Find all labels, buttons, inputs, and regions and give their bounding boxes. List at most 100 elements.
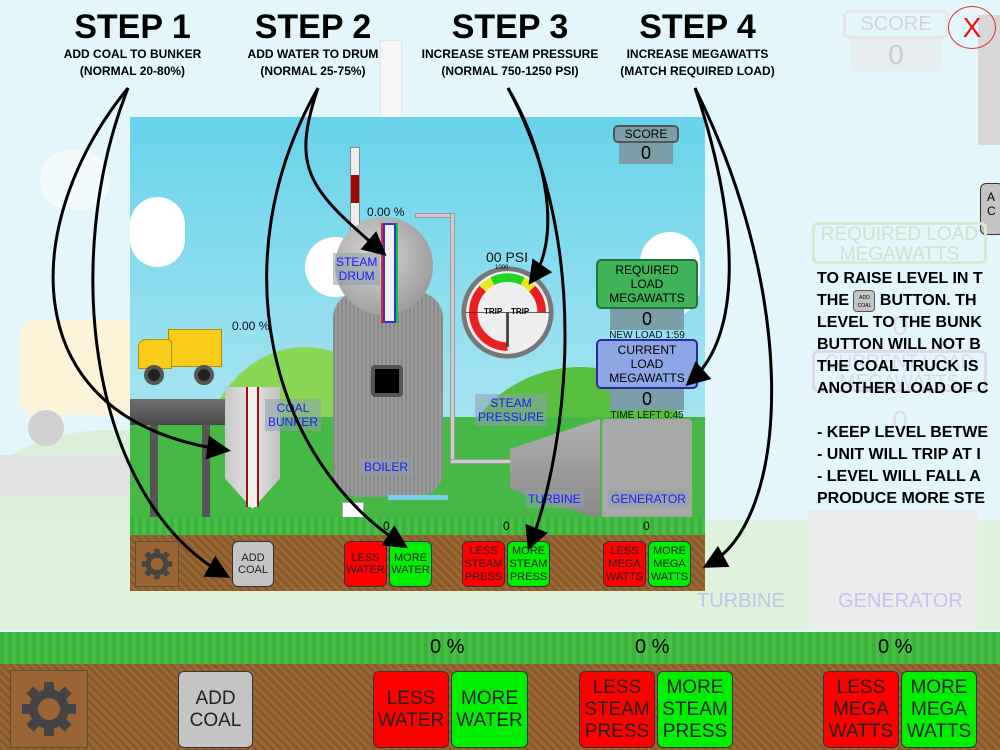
current-load-value: 0: [610, 389, 684, 410]
bg-score: SCORE 0: [843, 10, 949, 71]
instruction-bullet: - LEVEL WILL FALL A: [817, 468, 981, 486]
step-4: STEP 4 INCREASE MEGAWATTS (MATCH REQUIRE…: [605, 8, 790, 80]
add-coal-button[interactable]: ADD COAL: [178, 671, 253, 748]
more-water-button[interactable]: MORE WATER: [451, 671, 528, 748]
gear-icon: [141, 548, 173, 580]
bg-required-load-value: 0: [892, 310, 908, 341]
truck-wheel: [144, 365, 164, 385]
more-megawatts-button[interactable]: MORE MEGA WATTS: [901, 671, 977, 748]
gauge-trip-right: TRIP: [511, 307, 530, 316]
score-display: SCORE 0: [613, 125, 679, 164]
gear-icon: [22, 682, 76, 736]
water-pipe: [388, 495, 448, 500]
panel-add-coal-button[interactable]: ADD COAL: [232, 541, 274, 587]
less-megawatts-button[interactable]: LESS MEGA WATTS: [823, 671, 899, 748]
steam-drum-level-bar: [383, 223, 396, 323]
instruction-line: ANOTHER LOAD OF C: [817, 380, 989, 398]
boiler-door: [371, 365, 403, 397]
coal-truck: [138, 329, 222, 385]
bg-bunker: [978, 15, 1000, 145]
bg-grass: [0, 632, 1000, 668]
settings-button[interactable]: [10, 670, 88, 748]
panel-more-megawatts-button[interactable]: MORE MEGA WATTS: [648, 541, 691, 587]
current-load-label: CURRENT LOAD MEGAWATTS: [596, 339, 698, 389]
steam-pipe: [450, 213, 455, 463]
instruction-word: THE: [817, 292, 849, 310]
more-steam-press-button[interactable]: MORE STEAM PRESS: [657, 671, 733, 748]
steam-pipe: [450, 459, 520, 464]
bg-current-load-label: CURRENT LOAD MEGAWATTS: [812, 350, 987, 393]
bg-truck: [20, 320, 135, 415]
water-count: 0: [383, 519, 390, 533]
less-water-button[interactable]: LESS WATER: [373, 671, 449, 748]
instruction-bullet: - KEEP LEVEL BETWE: [817, 424, 988, 442]
bg-required-load-label: REQUIRED LOAD MEGAWATTS: [812, 222, 987, 265]
new-load-timer: NEW LOAD 1:59: [609, 330, 685, 341]
current-load-display: CURRENT LOAD MEGAWATTS 0 TIME LEFT 0:45: [596, 339, 698, 421]
truck-wheel: [194, 365, 214, 385]
step-3-line2: (NORMAL 750-1250 PSI): [441, 64, 579, 78]
step-3-title: STEP 3: [451, 8, 569, 46]
step-2-title: STEP 2: [254, 8, 372, 46]
panel-less-steam-press-button[interactable]: LESS STEAM PRESS: [462, 541, 505, 587]
step-4-title: STEP 4: [639, 8, 756, 46]
boiler-label: BOILER: [361, 458, 412, 476]
steam-count: 0: [503, 519, 510, 533]
instructions-text: TO RAISE LEVEL IN T THE ADD COAL BUTTON.…: [817, 268, 1000, 510]
pressure-gauge: [461, 266, 554, 359]
steam-drum-percent: 0.00 %: [367, 205, 405, 219]
bg-add-coal-button: A C: [980, 183, 1000, 235]
bg-score-label: SCORE: [843, 10, 949, 39]
coal-bunker-label: COAL BUNKER: [265, 399, 322, 431]
bg-score-value: 0: [851, 39, 941, 71]
steam-pressure-label: STEAM PRESSURE: [475, 394, 548, 426]
truck-bed: [168, 329, 222, 367]
game-panel: SCORE 0 0.00 % COAL BUNKER BOILER 0.00 %…: [130, 117, 705, 591]
water-percent: 0 %: [430, 636, 465, 658]
instruction-line: THE ADD COAL BUTTON. TH: [817, 290, 1000, 312]
steam-pipe: [415, 213, 455, 218]
bg-cloud: [40, 150, 110, 210]
spacer: [817, 400, 1000, 422]
mini-add-coal-label: ADD COAL: [857, 295, 872, 309]
cloud: [130, 197, 185, 267]
close-icon: X: [962, 11, 982, 43]
turbine-label: TURBINE: [525, 490, 584, 508]
time-left-timer: TIME LEFT 0:45: [610, 410, 684, 421]
step-1-title: STEP 1: [74, 8, 191, 46]
panel-more-steam-press-button[interactable]: MORE STEAM PRESS: [507, 541, 550, 587]
conveyor: [130, 399, 228, 425]
megawatts-count: 0: [643, 519, 650, 533]
instruction-line: TO RAISE LEVEL IN T: [817, 270, 983, 287]
panel-settings-button[interactable]: [135, 541, 179, 587]
step-2: STEP 2 ADD WATER TO DRUM (NORMAL 25-75%): [233, 8, 393, 80]
mini-add-coal-icon: ADD COAL: [853, 290, 876, 312]
steam-percent: 0 %: [635, 636, 670, 658]
panel-more-water-button[interactable]: MORE WATER: [389, 541, 432, 587]
conveyor-support: [150, 425, 210, 517]
generator-label: GENERATOR: [608, 490, 689, 508]
step-1-line1: ADD COAL TO BUNKER: [63, 47, 202, 61]
bg-turbine-label: TURBINE: [697, 590, 785, 612]
step-2-line2: (NORMAL 25-75%): [260, 64, 366, 78]
step-1: STEP 1 ADD COAL TO BUNKER (NORMAL 20-80%…: [45, 8, 220, 80]
step-4-line1: INCREASE MEGAWATTS: [626, 47, 769, 61]
instruction-line: THE COAL TRUCK IS: [817, 358, 979, 376]
instruction-word: BUTTON. TH: [879, 292, 977, 310]
step-3-line1: INCREASE STEAM PRESSURE: [421, 47, 599, 61]
psi-readout: 00 PSI: [486, 249, 529, 265]
instruction-line: BUTTON WILL NOT B: [817, 336, 981, 354]
bg-truck-wheel: [28, 410, 64, 446]
gauge-trip-left: TRIP: [484, 307, 503, 316]
bg-generator-label: GENERATOR: [838, 590, 963, 612]
smoke-stack-band: [351, 175, 359, 203]
required-load-display: REQUIRED LOAD MEGAWATTS 0 NEW LOAD 1:59: [596, 259, 698, 341]
close-button[interactable]: X: [948, 6, 996, 49]
coal-bunker-level-bar: [246, 387, 259, 507]
panel-less-water-button[interactable]: LESS WATER: [344, 541, 387, 587]
less-steam-press-button[interactable]: LESS STEAM PRESS: [579, 671, 655, 748]
megawatts-percent: 0 %: [878, 636, 913, 658]
panel-less-megawatts-button[interactable]: LESS MEGA WATTS: [603, 541, 646, 587]
step-4-line2: (MATCH REQUIRED LOAD): [620, 64, 775, 78]
gauge-tick-top: 1000: [495, 265, 509, 271]
